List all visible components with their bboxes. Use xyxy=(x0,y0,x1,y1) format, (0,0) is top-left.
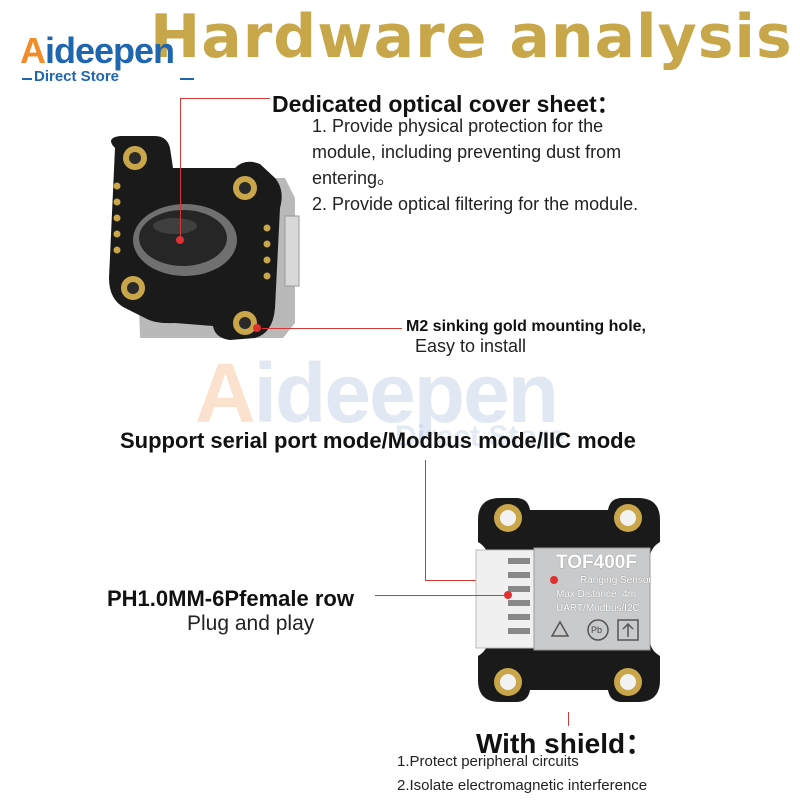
connector-heading: PH1.0MM-6Pfemale row xyxy=(107,586,354,611)
watermark-letters-rest: ideepen xyxy=(253,346,559,440)
hole-center xyxy=(127,282,139,294)
mounting-hole-subtext: Easy to install xyxy=(415,336,527,356)
logo-rule-right xyxy=(180,78,194,80)
mounting-hole-heading: M2 sinking gold mounting hole, xyxy=(406,318,646,335)
callout-line xyxy=(180,98,270,99)
hole-center xyxy=(239,182,251,194)
module-bottom-image xyxy=(475,498,660,702)
chip-interfaces: UART/Modbus/I2C xyxy=(556,603,640,614)
cover-sheet-line-1: 1. Provide physical protection for the xyxy=(312,116,604,136)
connector-pins xyxy=(508,558,530,634)
cover-sheet-line-4: 2. Provide optical filtering for the mod… xyxy=(312,194,639,214)
module-top-image xyxy=(109,136,300,340)
callout-line xyxy=(180,98,181,240)
metal-shield xyxy=(533,547,651,651)
chip-pb-mark: Pb xyxy=(591,625,603,635)
hole-center xyxy=(500,674,516,690)
logo-subtitle: Direct Store xyxy=(34,68,120,85)
callout-dot xyxy=(550,576,558,584)
callout-line xyxy=(568,712,569,726)
chip-distance: Max Distance: 4m xyxy=(556,589,637,600)
shield-point-2: 2.Isolate electromagnetic interference xyxy=(397,777,648,794)
logo-rule-left xyxy=(22,78,32,80)
connector-subtext: Plug and play xyxy=(187,612,315,635)
hole-center xyxy=(620,674,636,690)
glass-highlight xyxy=(153,218,197,234)
arrow-box-icon xyxy=(617,619,639,641)
pb-free-icon xyxy=(587,619,609,641)
logo-letters-rest: ideepen xyxy=(45,30,175,71)
side-connector xyxy=(284,215,300,287)
cover-sheet-heading: Dedicated optical cover sheet： xyxy=(272,91,620,117)
cover-sheet-line-3: entering。 xyxy=(312,168,396,188)
watermark-letter-a: A xyxy=(195,346,256,440)
watermark-subtitle: Direct Store xyxy=(395,420,566,453)
callout-line xyxy=(262,328,402,329)
modes-heading: Support serial port mode/Modbus mode/IIC… xyxy=(120,428,636,453)
callout-dot xyxy=(176,236,184,244)
shield-point-1: 1.Protect peripheral circuits xyxy=(397,753,579,770)
brand-logo: Aideepen Direct Store xyxy=(20,30,200,92)
callout-dot xyxy=(504,591,512,599)
chip-type: Ranging Sensor xyxy=(580,575,652,586)
chip-model: TOF400F xyxy=(556,552,637,573)
page-title: Hardware analysis xyxy=(150,2,793,72)
pin-row-left xyxy=(113,182,121,254)
hole-center xyxy=(500,510,516,526)
esd-warning-icon xyxy=(550,620,570,637)
pin-row-right xyxy=(263,224,271,280)
hole-center xyxy=(129,152,141,164)
callout-line xyxy=(425,460,426,580)
callout-dot xyxy=(253,324,261,332)
hole-center xyxy=(239,317,251,329)
logo-wordmark: Aideepen xyxy=(20,30,175,72)
watermark-wordmark: Aideepen xyxy=(195,345,559,442)
shield-heading: With shield： xyxy=(476,728,654,759)
hole-center xyxy=(620,510,636,526)
cover-sheet-line-2: module, including preventing dust from xyxy=(312,142,622,162)
callout-line xyxy=(375,595,508,596)
logo-letter-a: A xyxy=(20,30,46,71)
